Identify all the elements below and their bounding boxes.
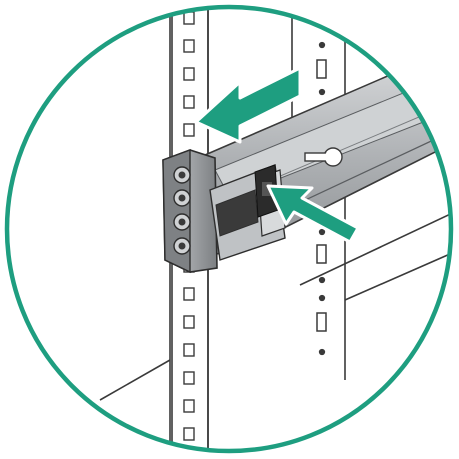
push-rail-left-arrow bbox=[194, 66, 302, 144]
press-latch-arrow bbox=[266, 184, 360, 244]
rear-post-holes bbox=[316, 41, 327, 356]
magnifier-circle bbox=[4, 4, 454, 454]
keyhole-slot bbox=[304, 147, 343, 167]
mounting-bracket bbox=[162, 148, 218, 274]
